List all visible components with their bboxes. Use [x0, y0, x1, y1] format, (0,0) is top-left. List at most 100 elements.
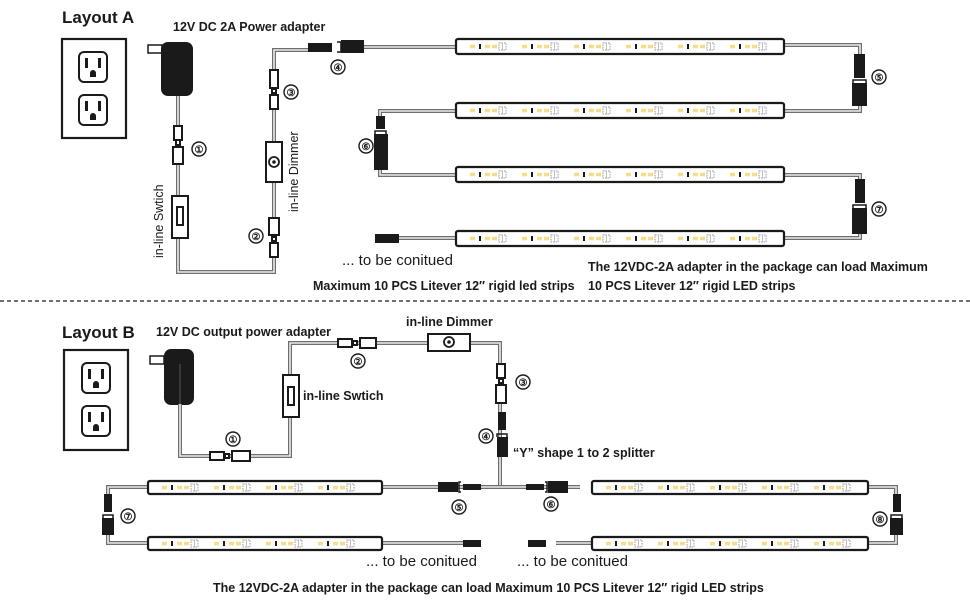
resistor	[687, 236, 689, 241]
layout-a-adapter-label: 12V DC 2A Power adapter	[173, 20, 326, 34]
dc-connector-icon	[268, 217, 280, 258]
resistor	[635, 236, 637, 241]
connector-number-6: ⑥	[543, 496, 559, 512]
resistor	[531, 236, 533, 241]
layout-a: Layout A 12V DC 2A Power adapter	[60, 8, 928, 293]
resistor	[327, 485, 329, 490]
connector-number-1: ①	[225, 431, 241, 447]
connector-number-6: ⑥	[358, 138, 374, 154]
led-chip	[574, 236, 579, 241]
resistor	[479, 44, 481, 49]
wall-outlet-icon	[60, 37, 128, 140]
resistor	[739, 108, 741, 113]
resistor	[823, 541, 825, 546]
resistor	[531, 172, 533, 177]
led-chip	[680, 485, 685, 490]
led-chip	[522, 44, 527, 49]
resistor	[739, 172, 741, 177]
dc-connector-icon	[852, 54, 867, 106]
led-chip	[745, 236, 750, 241]
layout-b-title: Layout B	[62, 323, 135, 342]
led-chip	[678, 236, 683, 241]
led-chip	[700, 108, 705, 113]
layout-b-switch-label: in-line Swtich	[303, 389, 384, 403]
led-chip	[522, 236, 527, 241]
resistor	[719, 541, 721, 546]
led-chip	[648, 44, 653, 49]
connector-number-5: ⑤	[871, 69, 887, 85]
dc-connector-icon	[375, 234, 399, 243]
led-chip	[470, 172, 475, 177]
led-chip	[752, 172, 757, 177]
connector-number-3: ③	[515, 374, 531, 390]
led-chip	[492, 236, 497, 241]
led-chip	[814, 541, 819, 546]
resistor	[583, 108, 585, 113]
led-chip	[658, 485, 663, 490]
svg-text:②: ②	[252, 232, 261, 243]
led-chip	[184, 541, 189, 546]
layout-b-note: The 12VDC-2A adapter in the package can …	[213, 581, 764, 595]
resistor	[479, 236, 481, 241]
led-chip	[288, 485, 293, 490]
led-chip	[626, 236, 631, 241]
led-chip	[589, 172, 594, 177]
resistor	[327, 541, 329, 546]
resistor	[739, 44, 741, 49]
led-chip	[229, 541, 234, 546]
resistor	[667, 485, 669, 490]
led-chip	[596, 108, 601, 113]
resistor	[223, 541, 225, 546]
led-chip	[814, 485, 819, 490]
led-chip	[762, 541, 767, 546]
resistor	[531, 108, 533, 113]
dc-connector-icon	[528, 540, 546, 547]
led-chip	[784, 485, 789, 490]
svg-text:③: ③	[519, 378, 528, 389]
led-chip	[641, 172, 646, 177]
svg-text:①: ①	[195, 145, 204, 156]
led-chip	[340, 541, 345, 546]
layout-b-continued-right: ... to be conitued	[517, 553, 628, 570]
led-chip	[177, 541, 182, 546]
resistor	[583, 236, 585, 241]
layout-b-adapter-label: 12V DC output power adapter	[156, 325, 331, 339]
svg-text:⑦: ⑦	[875, 205, 884, 216]
led-chip	[745, 172, 750, 177]
led-chip	[658, 541, 663, 546]
resistor	[171, 541, 173, 546]
dc-connector-icon	[526, 481, 568, 493]
y-splitter-icon	[496, 412, 508, 457]
led-chip	[732, 541, 737, 546]
svg-text:②: ②	[354, 357, 363, 368]
led-chip	[752, 236, 757, 241]
led-chip	[693, 172, 698, 177]
led-chip	[589, 236, 594, 241]
svg-text:④: ④	[334, 63, 343, 74]
led-chip	[836, 541, 841, 546]
led-chip	[544, 44, 549, 49]
led-chip	[236, 541, 241, 546]
led-chip	[333, 541, 338, 546]
led-chip	[214, 541, 219, 546]
resistor	[687, 108, 689, 113]
connector-number-7: ⑦	[871, 201, 887, 217]
connector-number-5: ⑤	[451, 499, 467, 515]
led-chip	[574, 108, 579, 113]
led-chip	[485, 108, 490, 113]
led-chip	[492, 44, 497, 49]
dc-connector-icon	[172, 125, 184, 165]
led-chip	[648, 172, 653, 177]
led-chip	[522, 108, 527, 113]
layout-b-splitter-label: “Y” shape 1 to 2 splitter	[513, 446, 655, 460]
resistor	[687, 44, 689, 49]
led-chip	[537, 236, 542, 241]
dc-connector-icon	[337, 337, 377, 349]
led-chip	[318, 485, 323, 490]
led-chip	[777, 485, 782, 490]
led-chip	[485, 172, 490, 177]
led-chip	[626, 44, 631, 49]
led-chip	[762, 485, 767, 490]
led-strip-icon	[146, 479, 384, 496]
